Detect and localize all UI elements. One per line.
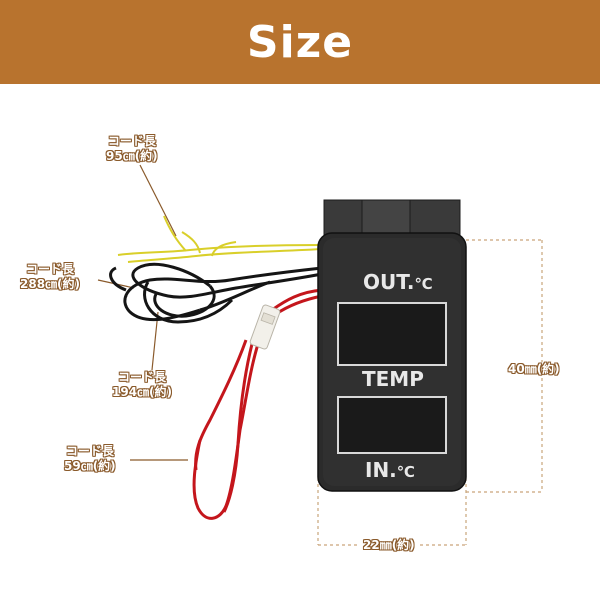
red-wires [192, 288, 323, 520]
label-cord-black-long: コード長 288㎝(約) [20, 262, 80, 292]
connector-housing [249, 304, 281, 350]
connector-lock [260, 312, 276, 325]
label-cord-yellow-line1: コード長 [107, 134, 156, 148]
label-cord-black-long-line2: 288㎝(約) [20, 277, 81, 291]
leader-yellow [139, 164, 177, 237]
label-height: 40㎜(約) [508, 362, 560, 377]
label-cord-red-line2: 59㎝(約) [64, 459, 116, 473]
black-wires [109, 262, 323, 324]
label-cord-red-line1: コード長 [65, 444, 114, 458]
in-label: IN.℃ [365, 458, 415, 482]
label-cord-black-long-line1: コード長 [26, 262, 75, 276]
connector [249, 304, 281, 350]
label-cord-black-short-line1: コード長 [118, 370, 167, 384]
out-unit: ℃ [414, 275, 433, 293]
in-unit: ℃ [396, 463, 415, 481]
label-cord-red: コード長 59㎝(約) [64, 444, 116, 474]
yellow-wires [117, 215, 323, 263]
label-cord-yellow-line2: 95㎝(約) [106, 149, 158, 163]
label-cord-yellow: コード長 95㎝(約) [106, 134, 158, 164]
label-width: 22㎜(約) [360, 538, 418, 553]
leader-black-short [151, 311, 159, 371]
label-cord-black-short: コード長 194㎝(約) [112, 370, 172, 400]
title-banner: Size [0, 0, 600, 84]
banner-title: Size [246, 16, 354, 68]
label-cord-black-short-line2: 194㎝(約) [112, 385, 173, 399]
in-label-text: IN. [365, 458, 397, 482]
in-display [337, 396, 447, 454]
device-clip-right [409, 199, 461, 237]
temp-meter-device [317, 199, 467, 492]
out-display [337, 302, 447, 366]
leader-lines [97, 164, 188, 461]
out-label-text: OUT. [363, 270, 415, 294]
out-label: OUT.℃ [363, 270, 433, 294]
device-clip-left [323, 199, 363, 237]
temp-label: TEMP [362, 367, 424, 391]
